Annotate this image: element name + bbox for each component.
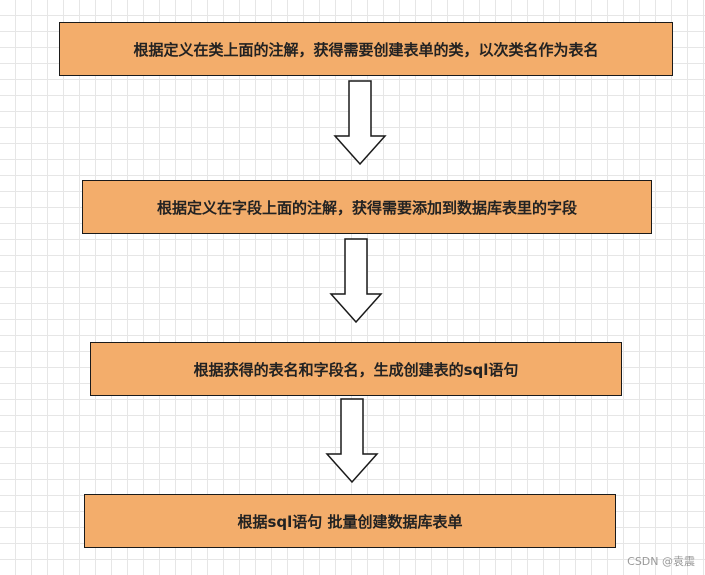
step-3-box: 根据获得的表名和字段名，生成创建表的sql语句 xyxy=(90,342,622,396)
down-arrow-1-icon xyxy=(333,80,387,166)
down-arrow-3-icon xyxy=(325,398,379,484)
step-2-label: 根据定义在字段上面的注解，获得需要添加到数据库表里的字段 xyxy=(156,198,577,217)
step-2-box: 根据定义在字段上面的注解，获得需要添加到数据库表里的字段 xyxy=(82,180,652,234)
watermark-text: CSDN @袁震 xyxy=(627,555,695,568)
step-4-label: 根据sql语句 批量创建数据库表单 xyxy=(237,512,463,531)
step-3-label: 根据获得的表名和字段名，生成创建表的sql语句 xyxy=(193,360,519,379)
step-1-box: 根据定义在类上面的注解，获得需要创建表单的类，以次类名作为表名 xyxy=(59,22,673,76)
down-arrow-2-icon xyxy=(329,238,383,324)
step-1-label: 根据定义在类上面的注解，获得需要创建表单的类，以次类名作为表名 xyxy=(133,40,599,59)
step-4-box: 根据sql语句 批量创建数据库表单 xyxy=(84,494,616,548)
